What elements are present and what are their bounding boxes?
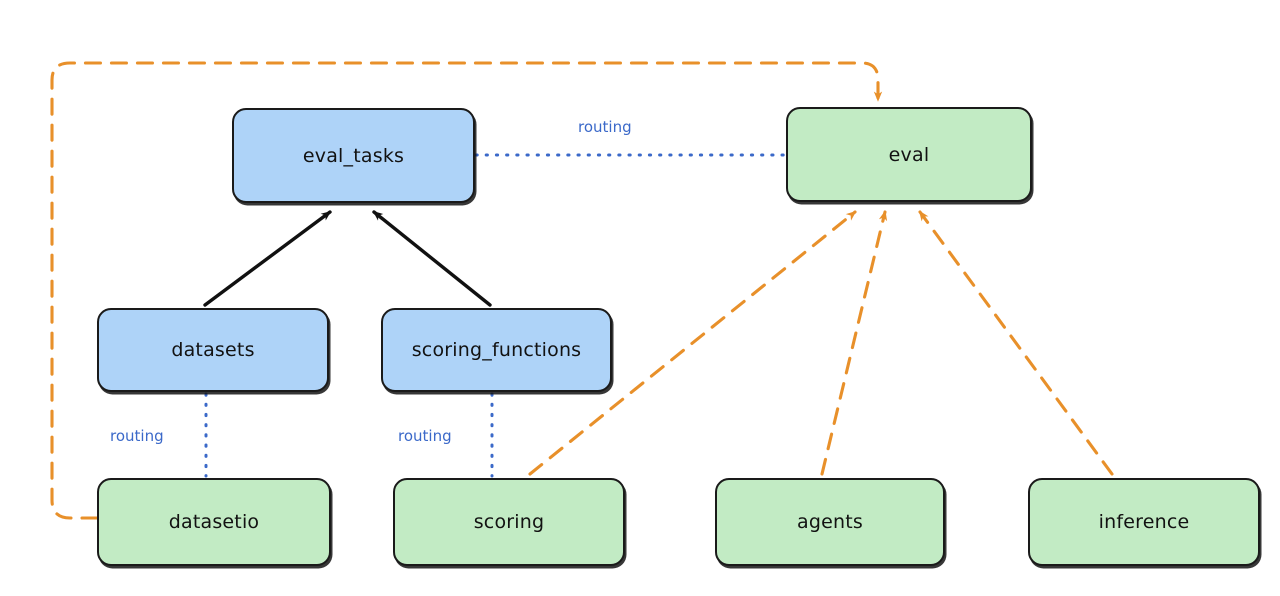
edge-label-routing-eval: routing [578,118,632,136]
edge-label-routing-scoring: routing [398,427,452,445]
edge-scoringfunctions-to-evaltasks [372,210,492,307]
node-label: agents [797,511,863,533]
edge-datasetio-to-eval [50,61,883,520]
node-datasets[interactable]: datasets [97,308,329,392]
node-datasetio[interactable]: datasetio [97,478,331,566]
node-label: scoring [473,511,545,533]
node-inference[interactable]: inference [1028,478,1260,566]
node-label: scoring_functions [411,339,582,361]
node-scoring[interactable]: scoring [393,478,625,566]
node-scoring_functions[interactable]: scoring_functions [381,308,612,392]
node-eval_tasks[interactable]: eval_tasks [232,108,475,203]
edge-inference-to-eval [918,210,1114,476]
node-eval[interactable]: eval [786,107,1032,202]
node-label: eval_tasks [302,144,405,167]
node-agents[interactable]: agents [715,478,945,566]
edge-label-routing-datasetio: routing [110,427,164,445]
edge-datasets-to-evaltasks [203,210,332,307]
edge-agents-to-eval [820,210,888,476]
node-label: datasets [171,339,255,361]
node-label: datasetio [168,511,260,533]
edge-scoring-to-eval [528,210,857,476]
node-label: inference [1098,511,1190,533]
node-label: eval [888,143,930,166]
